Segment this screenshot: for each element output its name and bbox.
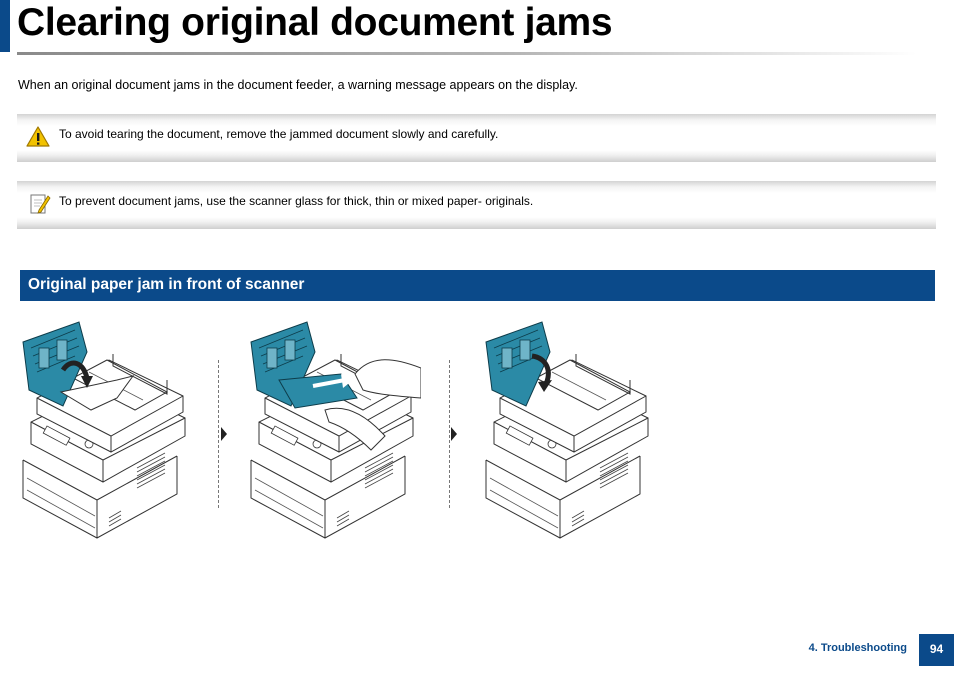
intro-paragraph: When an original document jams in the do… [18, 78, 578, 92]
step-arrow-icon [221, 427, 227, 441]
illustration-remove-jammed-paper [250, 321, 421, 539]
section-heading: Original paper jam in front of scanner [20, 270, 935, 301]
step-divider [218, 360, 219, 508]
illustration-close-feeder-cover [485, 321, 649, 539]
illustration-open-feeder-cover [22, 321, 186, 539]
warning-callout: To avoid tearing the document, remove th… [17, 114, 936, 162]
section-heading-text: Original paper jam in front of scanner [28, 276, 305, 293]
note-callout: To prevent document jams, use the scanne… [17, 181, 936, 229]
step-arrow-icon [451, 427, 457, 441]
note-icon [30, 194, 51, 214]
title-rule [17, 52, 917, 55]
page-title: Clearing original document jams [17, 1, 613, 44]
step-divider [449, 360, 450, 508]
left-accent-bar [0, 0, 10, 52]
warning-text: To avoid tearing the document, remove th… [59, 127, 499, 141]
page-number-badge: 94 [919, 634, 954, 666]
footer-chapter-label: 4. Troubleshooting [808, 642, 907, 654]
warning-icon [26, 126, 50, 147]
note-text: To prevent document jams, use the scanne… [59, 194, 534, 208]
